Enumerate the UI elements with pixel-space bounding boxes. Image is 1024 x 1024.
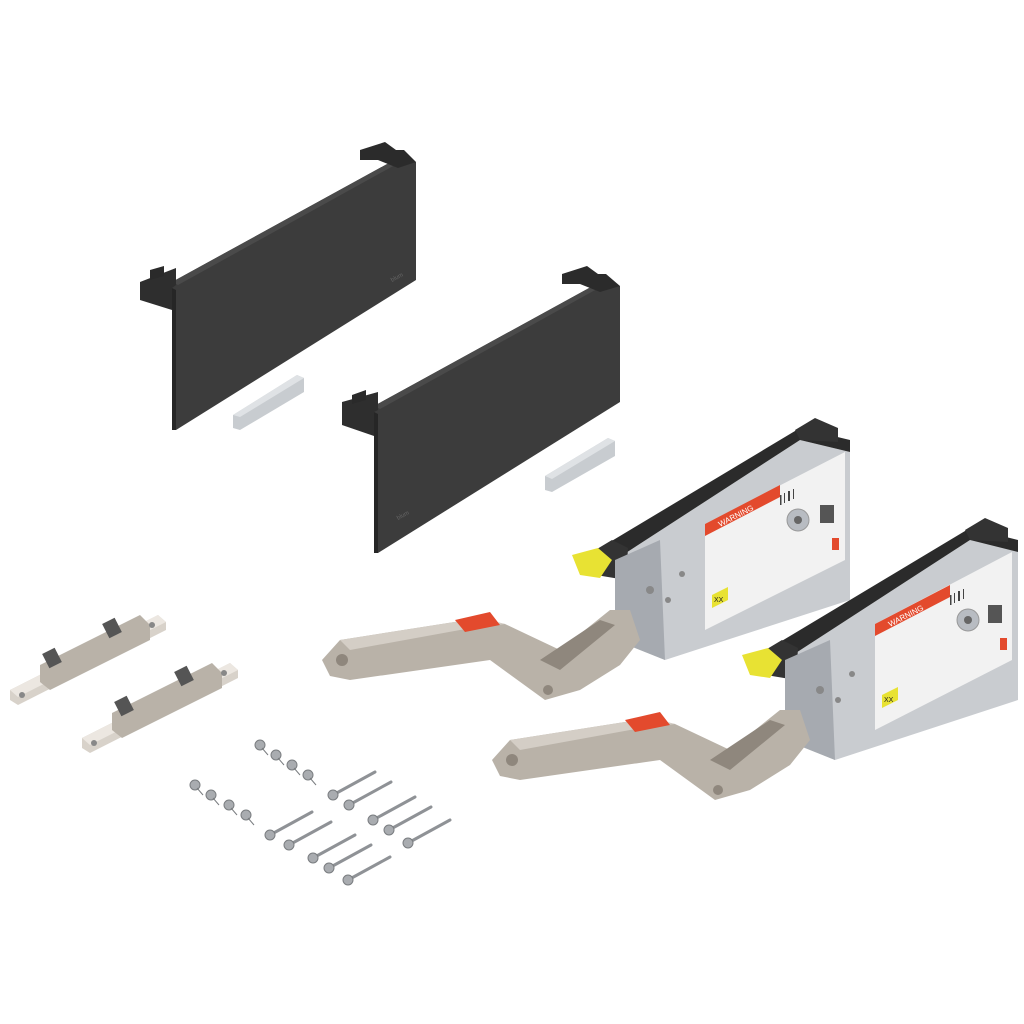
brand-mark: blum xyxy=(390,272,404,283)
warning-label xyxy=(705,485,780,536)
lift-code: XX xyxy=(884,697,894,704)
cover-cap-left: blum xyxy=(140,142,416,430)
yellow-clip xyxy=(572,548,612,578)
mounting-plate-1 xyxy=(10,615,166,705)
long-screws xyxy=(264,770,452,886)
lift-code: XX xyxy=(714,597,724,604)
cover-cap-right: blum xyxy=(342,266,620,553)
foil-strip-right xyxy=(545,438,615,492)
short-screws xyxy=(189,739,317,826)
mounting-plate-2 xyxy=(82,663,238,753)
lift-mechanism-back: WARNING XX xyxy=(322,418,850,700)
foil-strip-left xyxy=(233,375,304,430)
brand-mark: blum xyxy=(396,510,410,521)
lift-mechanism-front: WARNING XX xyxy=(492,518,1018,800)
yellow-clip xyxy=(742,648,782,678)
warning-label xyxy=(875,585,950,636)
